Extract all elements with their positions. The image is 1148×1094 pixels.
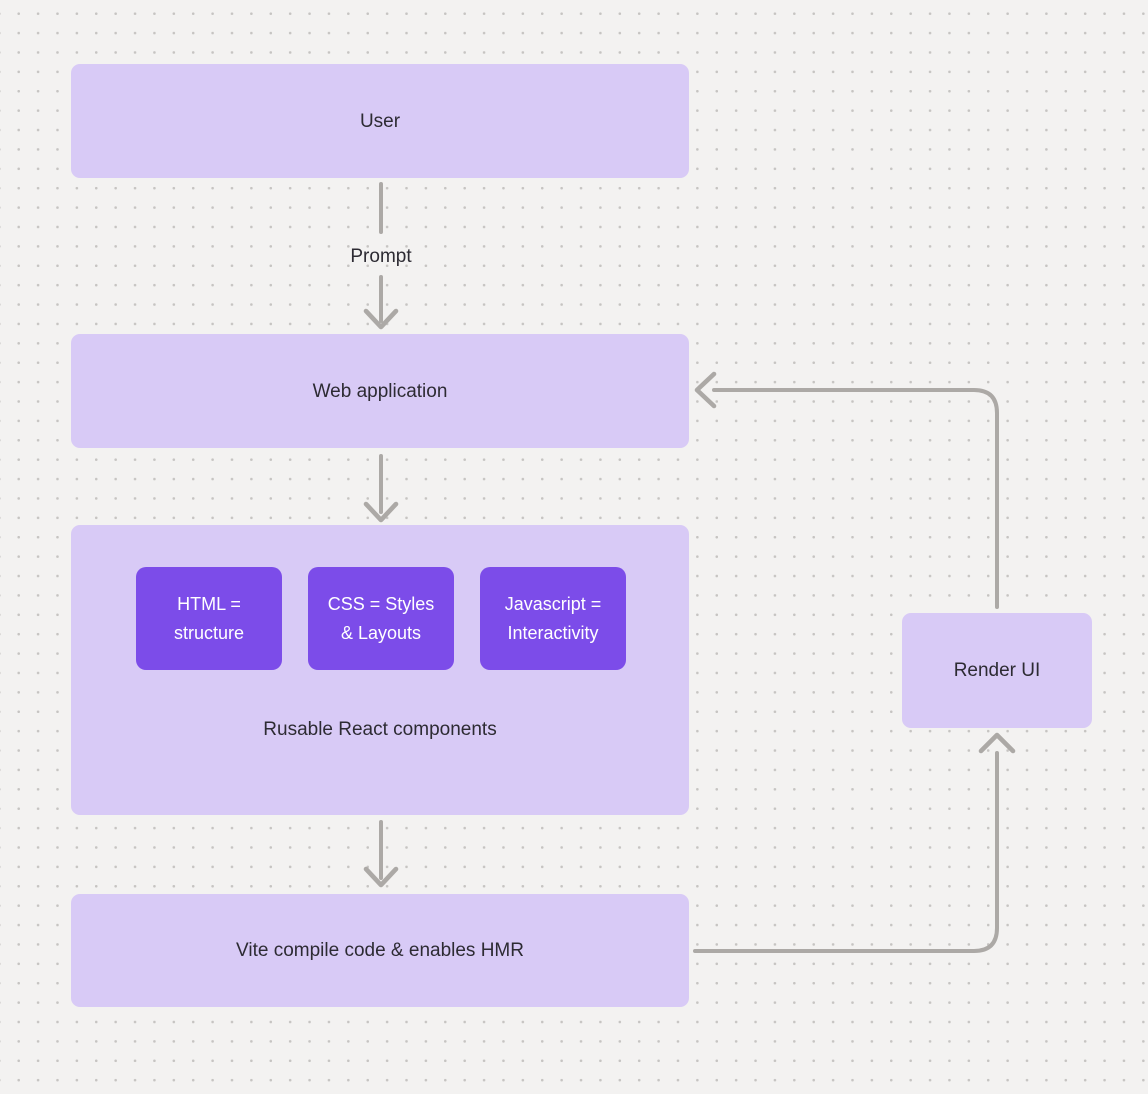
- node-javascript-label: Javascript = Interactivity: [504, 593, 602, 643]
- node-vite: Vite compile code & enables HMR: [71, 894, 689, 1007]
- arrowhead-left-icon: [694, 371, 717, 409]
- arrow-renderui-to-webapp: [694, 371, 999, 609]
- arrow-vite-to-renderui: [693, 732, 1016, 953]
- components-group-caption: Rusable React components: [263, 719, 497, 740]
- arrow-components-to-vite: [363, 820, 399, 888]
- node-javascript: Javascript = Interactivity: [480, 567, 626, 670]
- node-render-ui: Render UI: [902, 613, 1092, 728]
- node-user-label: User: [359, 110, 401, 132]
- arrow-shaft: [693, 751, 999, 953]
- node-web-application: Web application: [71, 334, 689, 448]
- arrowhead-down-icon: [363, 501, 399, 523]
- arrow-shaft: [712, 388, 999, 609]
- edge-label-prompt: Prompt: [350, 246, 412, 267]
- node-html-label: HTML = structure: [173, 593, 245, 643]
- node-css-label: CSS = Styles & Layouts: [327, 593, 435, 643]
- arrowhead-down-icon: [363, 308, 399, 330]
- arrow-webapp-to-components: [363, 454, 399, 523]
- node-render-ui-label: Render UI: [953, 660, 1041, 681]
- arrowhead-down-icon: [363, 866, 399, 888]
- node-css: CSS = Styles & Layouts: [308, 567, 454, 670]
- node-html: HTML = structure: [136, 567, 282, 670]
- node-user: User: [71, 64, 689, 178]
- node-web-application-label: Web application: [312, 380, 448, 402]
- arrowhead-up-icon: [978, 732, 1016, 754]
- node-vite-label: Vite compile code & enables HMR: [236, 940, 524, 961]
